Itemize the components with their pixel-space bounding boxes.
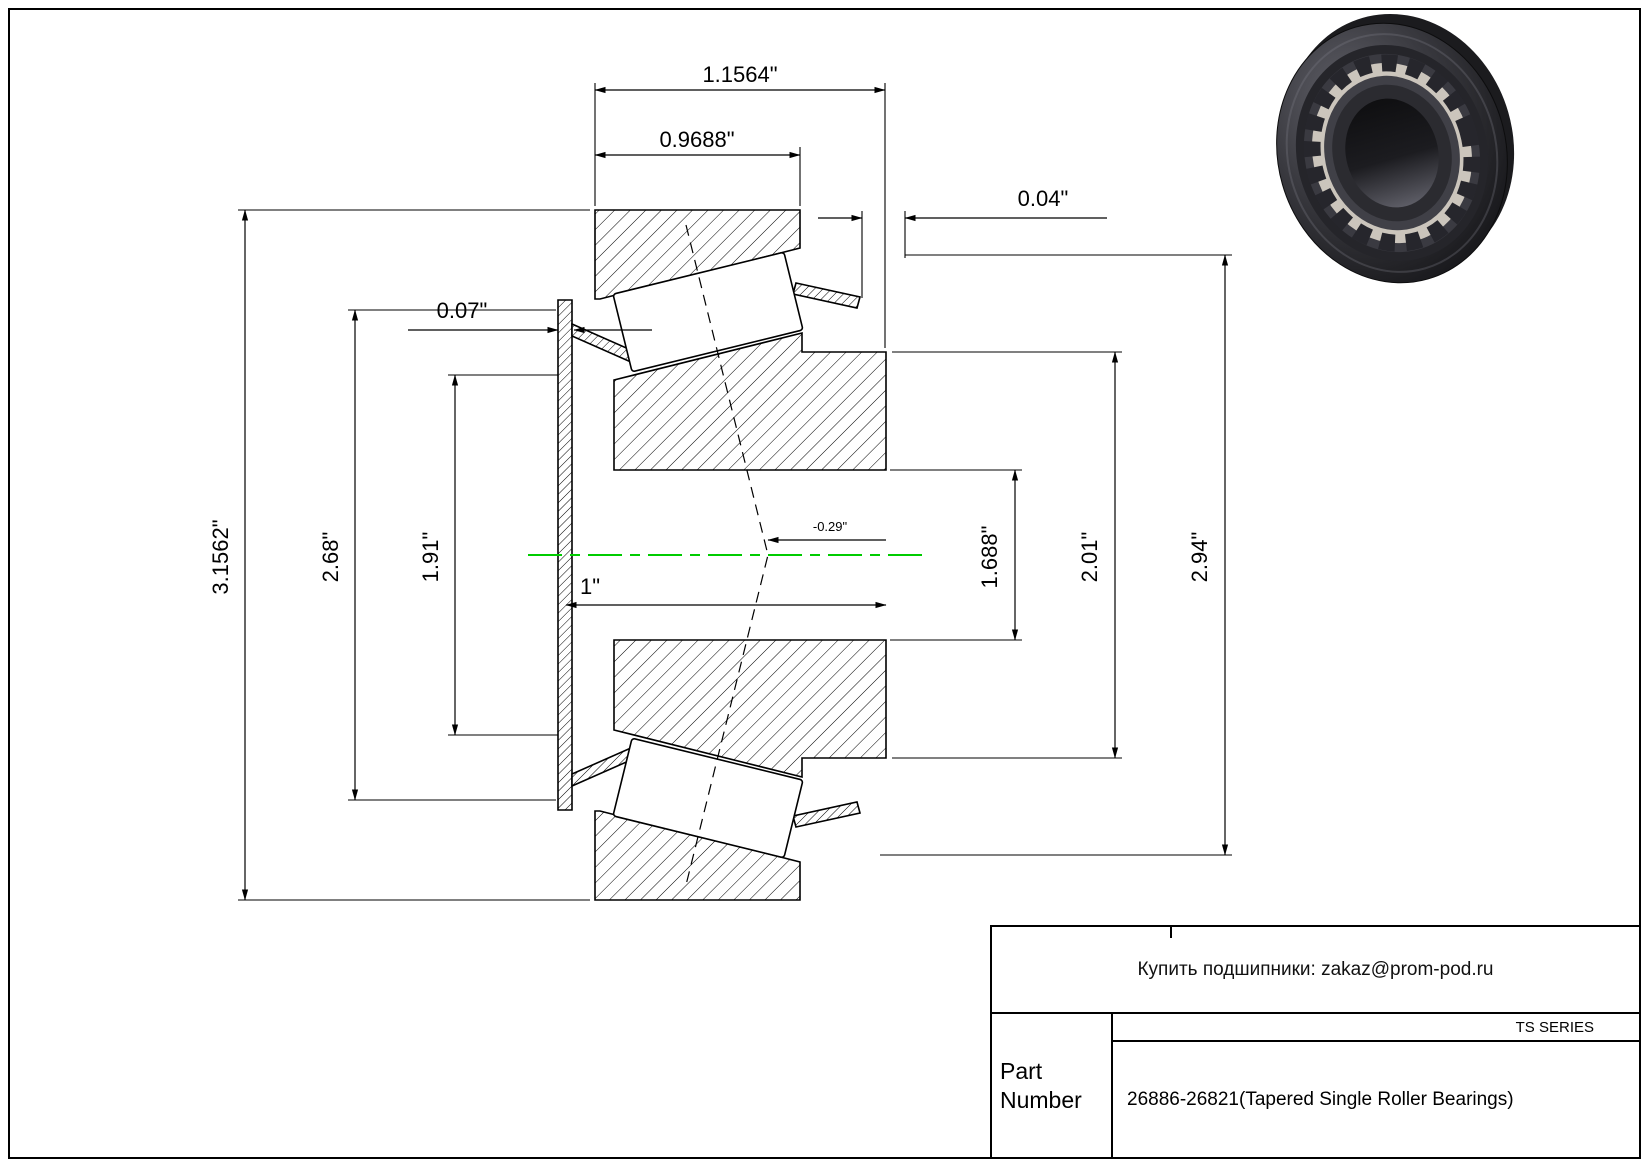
dim-stand-out: 0.04" bbox=[1018, 186, 1069, 211]
cage-top-right bbox=[792, 282, 861, 309]
dimension-lines bbox=[241, 86, 1229, 901]
cage-bottom-right bbox=[792, 801, 861, 828]
series-text: TS SERIES bbox=[1515, 1018, 1594, 1036]
bearing-rollers bbox=[1303, 54, 1481, 252]
distributor-row: Купить подшипники: zakaz@prom-pod.ru bbox=[992, 927, 1639, 1014]
bearing-highlight bbox=[1285, 33, 1499, 273]
series-cell: TS SERIES bbox=[1113, 1014, 1639, 1042]
dimension-labels: 1.1564" 0.9688" 0.04" 0.07" 3.1562" 2.68… bbox=[208, 62, 1212, 599]
bearing-cross-section bbox=[528, 209, 922, 901]
title-block-tick bbox=[1170, 927, 1172, 938]
extension-lines bbox=[238, 83, 1232, 901]
distributor-text: Купить подшипники: zakaz@prom-pod.ru bbox=[1137, 958, 1494, 980]
title-block: Купить подшипники: zakaz@prom-pod.ru Par… bbox=[990, 925, 1639, 1157]
dim-cone-rib-diameter: 2.01" bbox=[1077, 532, 1102, 583]
bearing-bore bbox=[1345, 98, 1439, 208]
dim-overall-width: 1.1564" bbox=[702, 62, 777, 87]
title-block-right: TS SERIES 26886-26821(Tapered Single Rol… bbox=[1113, 1014, 1639, 1157]
dim-cage-od: 2.68" bbox=[318, 532, 343, 583]
dim-cup-od: 3.1562" bbox=[208, 519, 233, 594]
dim-cage-clearance: 0.07" bbox=[437, 298, 488, 323]
dim-outer-diameter-2: 2.94" bbox=[1187, 532, 1212, 583]
part-number-label: Part Number bbox=[992, 1014, 1113, 1157]
dim-effective-center: -0.29" bbox=[813, 519, 848, 534]
dim-cup-width: 0.9688" bbox=[659, 127, 734, 152]
dim-rib-od: 1.91" bbox=[418, 532, 443, 583]
cone-section-bottom bbox=[613, 639, 887, 779]
part-number-cell: 26886-26821(Tapered Single Roller Bearin… bbox=[1113, 1042, 1639, 1157]
bearing-3d-render bbox=[1276, 14, 1515, 284]
title-block-lower: Part Number TS SERIES 26886-26821(Tapere… bbox=[992, 1014, 1639, 1157]
sheet-border bbox=[8, 8, 1641, 1159]
part-number-text: 26886-26821(Tapered Single Roller Bearin… bbox=[1127, 1088, 1514, 1110]
pressure-line bbox=[685, 224, 769, 886]
dim-bore: 1.688" bbox=[977, 526, 1002, 589]
cage-front-rib bbox=[557, 299, 573, 811]
cone-section-top bbox=[613, 331, 887, 471]
dim-cone-width: 1" bbox=[580, 574, 600, 599]
